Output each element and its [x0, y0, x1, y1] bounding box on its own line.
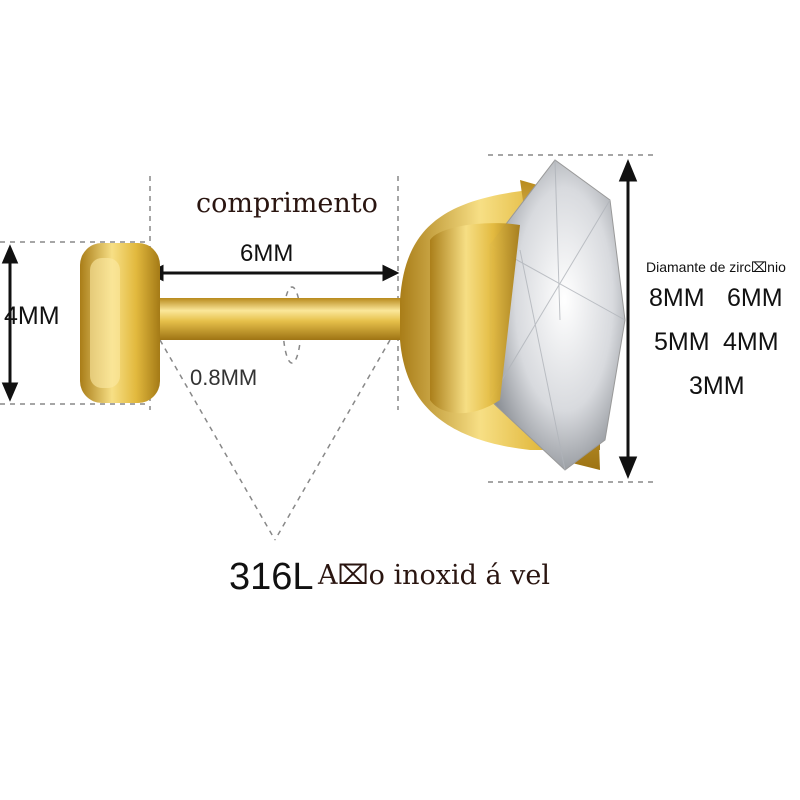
stone-title: Diamante de zirc⌧nio	[646, 259, 786, 275]
earring-pin	[150, 298, 410, 340]
stone-size: 6MM	[727, 284, 783, 312]
length-title: comprimento	[196, 188, 378, 219]
zirconia-stone	[489, 159, 626, 471]
stone-size: 8MM	[649, 284, 705, 312]
stone-size: 4MM	[723, 328, 779, 356]
dimension-arrows	[1, 159, 638, 479]
length-value: 6MM	[240, 240, 294, 267]
material-name: A⌧o inoxid á vel	[318, 560, 551, 591]
stone-size: 5MM	[654, 328, 710, 356]
head-height-label: 4MM	[4, 302, 60, 330]
material-grade: 316L	[229, 556, 314, 598]
stone-size: 3MM	[689, 372, 745, 400]
pin-diameter-label: 0.8MM	[190, 365, 258, 390]
